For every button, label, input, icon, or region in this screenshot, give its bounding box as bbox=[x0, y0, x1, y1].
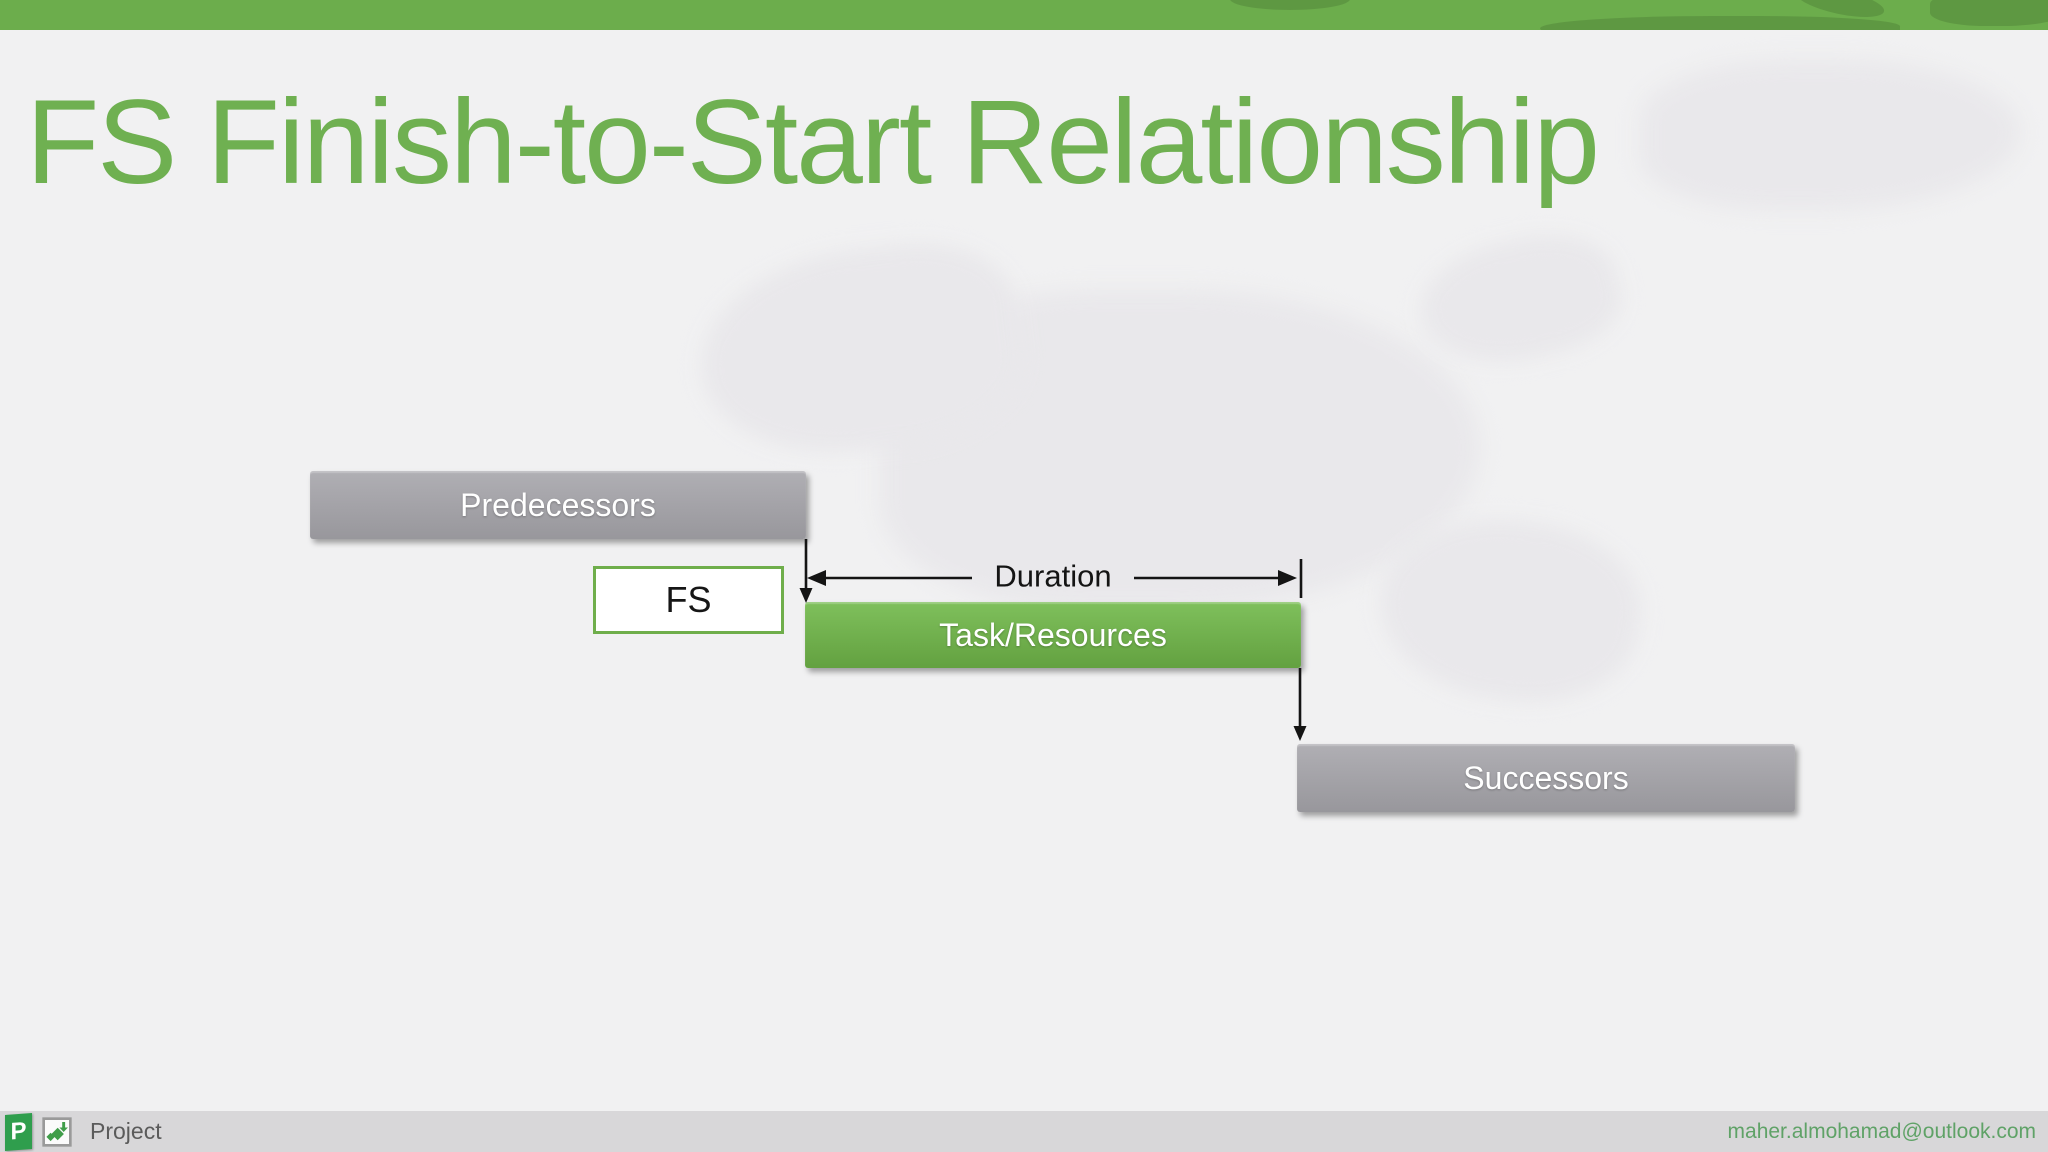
map-watermark bbox=[1408, 217, 1632, 383]
fs-relationship-box: FS bbox=[593, 566, 784, 634]
predecessors-bar: Predecessors bbox=[310, 471, 806, 539]
top-accent-bar bbox=[0, 0, 2048, 30]
map-texture bbox=[1230, 0, 1350, 10]
footer-bar: P Project maher.almohamad@outlook.com bbox=[0, 1111, 2048, 1152]
successors-label: Successors bbox=[1463, 759, 1629, 796]
task-resources-label: Task/Resources bbox=[939, 616, 1167, 653]
duration-label: Duration bbox=[994, 558, 1112, 594]
fs-label: FS bbox=[665, 579, 712, 620]
project-brand: P Project bbox=[5, 1111, 162, 1152]
brand-text: Project bbox=[90, 1118, 162, 1144]
map-texture bbox=[1540, 16, 1900, 30]
map-watermark bbox=[1640, 60, 2020, 210]
predecessors-label: Predecessors bbox=[460, 486, 656, 523]
task-resources-bar: Task/Resources bbox=[805, 602, 1301, 668]
page-title: FS Finish-to-Start Relationship bbox=[26, 75, 1600, 209]
map-texture bbox=[1930, 0, 2048, 26]
project-logo-icon: P bbox=[5, 1112, 32, 1151]
project-glyph-icon bbox=[42, 1116, 72, 1147]
successors-bar: Successors bbox=[1297, 744, 1795, 812]
author-email: maher.almohamad@outlook.com bbox=[1727, 1119, 2036, 1143]
project-logo-letter: P bbox=[10, 1116, 27, 1146]
